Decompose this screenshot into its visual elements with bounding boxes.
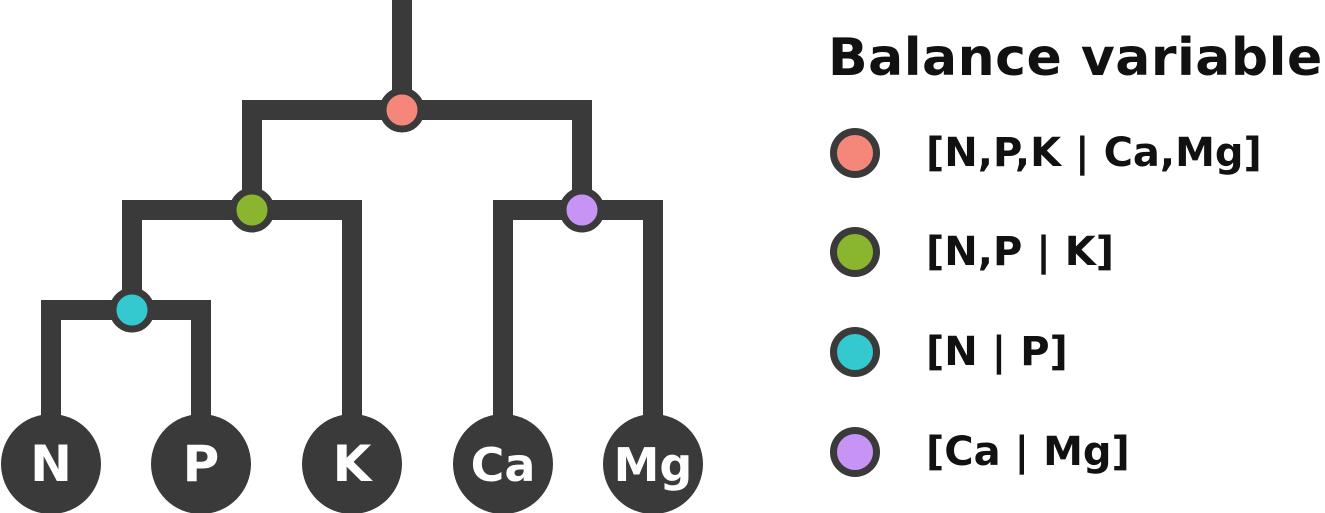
leaf-label-ca: Ca <box>471 438 536 492</box>
legend-item-np-k: [N,P | K] <box>830 226 1114 278</box>
legend-swatch-ca-mg <box>830 427 880 477</box>
leaf-label-k: K <box>333 435 374 493</box>
leaf-node-ca <box>453 414 553 513</box>
leaf-label-n: N <box>30 435 72 493</box>
node-np-k <box>229 187 275 233</box>
node-n-p <box>109 287 155 333</box>
node-ca-mg <box>559 187 605 233</box>
legend-item-ca-mg: [Ca | Mg] <box>830 426 1130 478</box>
leaf-node-k <box>302 414 402 513</box>
node-npk-camg <box>379 87 425 133</box>
legend-title: Balance variables <box>828 28 1325 88</box>
balance-nodes <box>109 87 605 333</box>
dendrogram-leaves: N P K Ca Mg <box>1 414 703 513</box>
leaf-node-n <box>1 414 101 513</box>
legend-label-n-p: [N | P] <box>926 329 1068 375</box>
legend-item-npk-camg: [N,P,K | Ca,Mg] <box>830 127 1262 179</box>
leaf-label-mg: Mg <box>614 438 693 492</box>
leaf-node-mg <box>603 414 703 513</box>
branch-np-k <box>122 200 362 440</box>
legend-item-n-p: [N | P] <box>830 326 1068 378</box>
leaf-node-p <box>151 414 251 513</box>
legend-swatch-np-k <box>830 227 880 277</box>
leaf-label-p: P <box>183 435 220 493</box>
legend-label-ca-mg: [Ca | Mg] <box>926 429 1130 475</box>
legend-swatch-npk-camg <box>830 128 880 178</box>
legend-label-npk-camg: [N,P,K | Ca,Mg] <box>926 130 1262 176</box>
balance-dendrogram: N P K Ca Mg <box>1 0 703 513</box>
legend-swatch-n-p <box>830 327 880 377</box>
legend-label-np-k: [N,P | K] <box>926 229 1115 275</box>
branch-ca-mg <box>493 200 663 440</box>
